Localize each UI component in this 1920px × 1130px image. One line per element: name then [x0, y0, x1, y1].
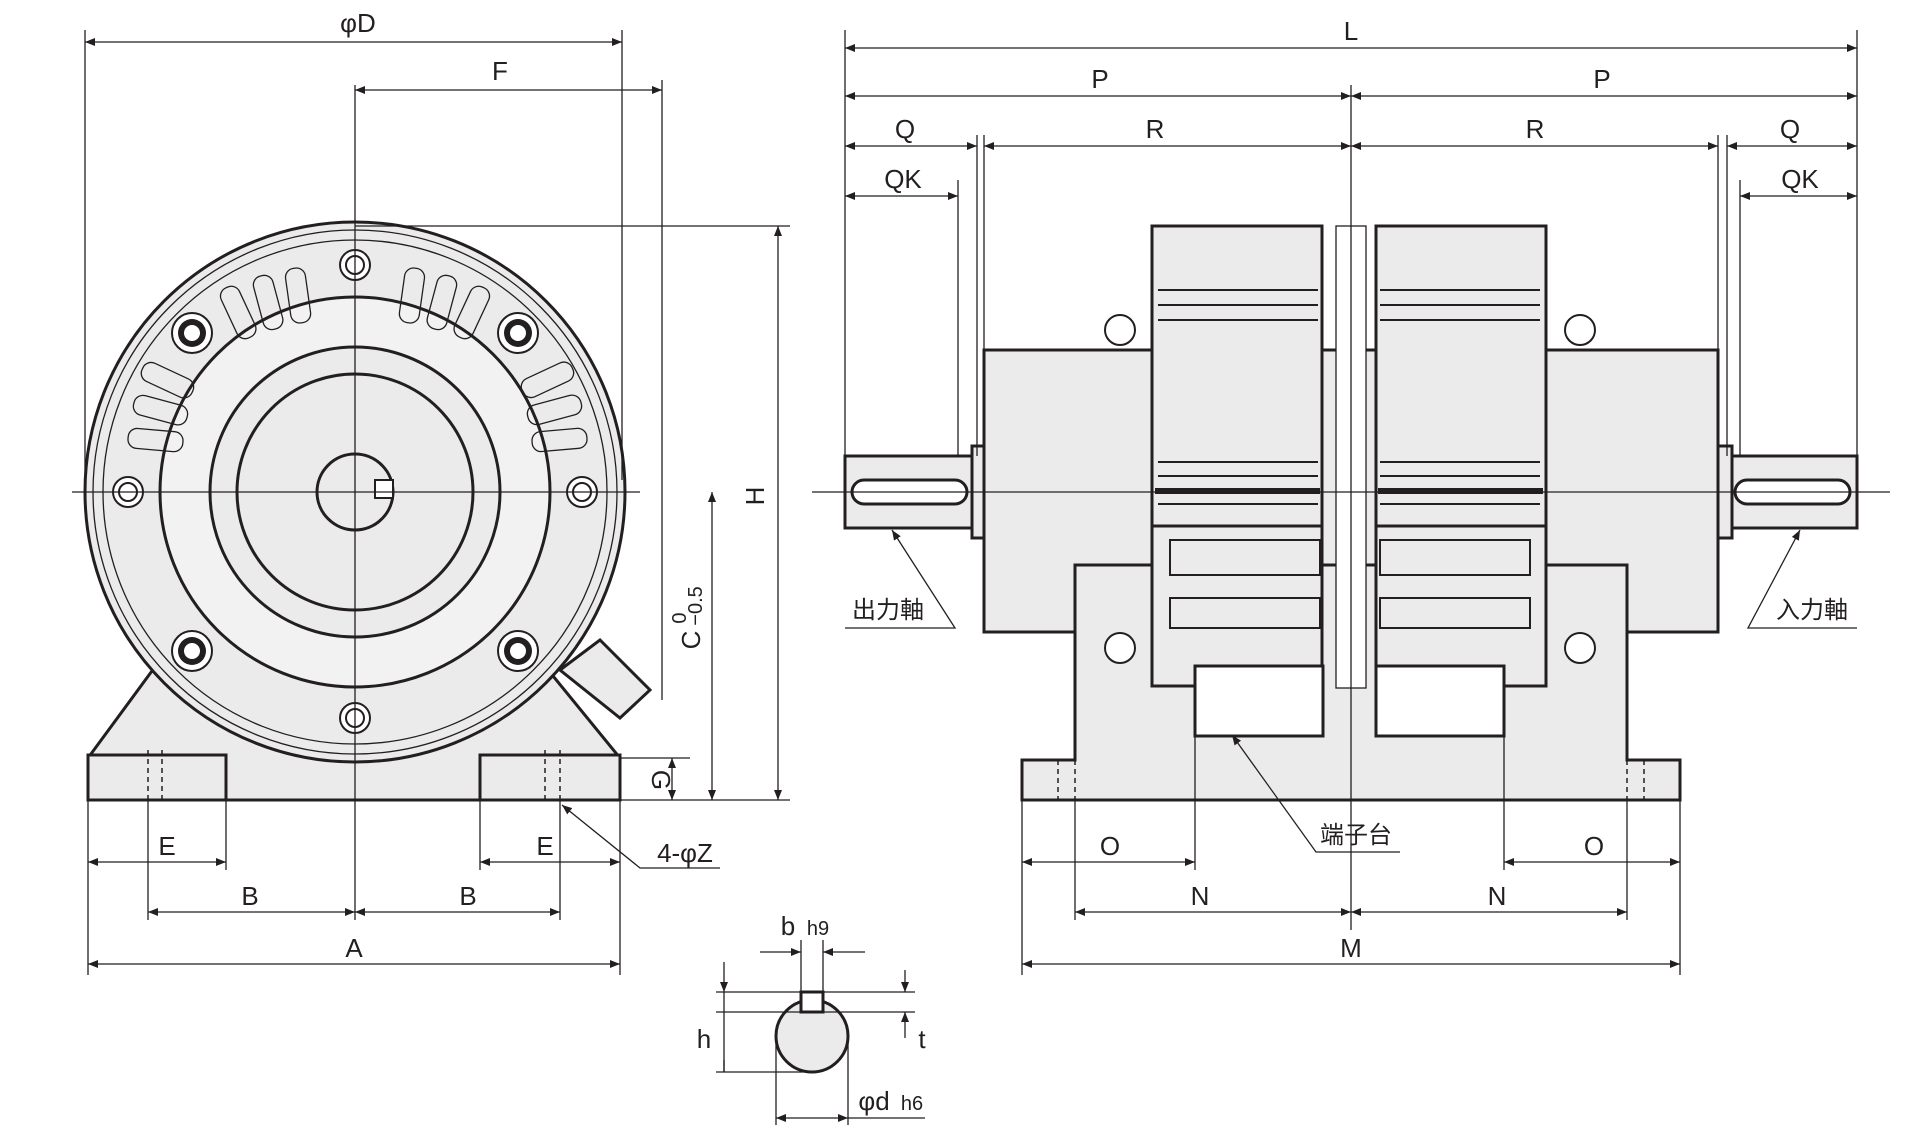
right-foot-pad [478, 753, 622, 802]
side-labels: L P P Q R R Q QK QK 出力軸 入力軸 端子台 O O N N … [852, 16, 1848, 963]
dim-F: F [492, 56, 508, 86]
dim-O-right: O [1584, 831, 1604, 861]
dim-phid: φd [858, 1086, 889, 1116]
dim-C-tol-upper: 0 [669, 612, 691, 623]
side-dimensions [844, 30, 1858, 975]
dim-P-left: P [1091, 64, 1108, 94]
dim-4-phiZ: 4-φZ [657, 838, 713, 868]
dim-QK-left: QK [884, 164, 922, 194]
dim-R-left: R [1146, 114, 1165, 144]
dim-QK-right: QK [1781, 164, 1819, 194]
dim-t: t [918, 1024, 926, 1054]
dim-N-right: N [1488, 881, 1507, 911]
dim-H: H [740, 487, 770, 506]
dim-b-fit: h9 [807, 918, 829, 940]
shaft-section [716, 940, 925, 1125]
front-dimensions [84, 30, 790, 975]
coil-left-lower [1150, 524, 1324, 688]
dim-E-left: E [158, 831, 175, 861]
front-labels: φD F H C 0 −0.5 G E E B B A 4-φZ [158, 8, 770, 963]
terminal-stub [557, 638, 653, 720]
dim-P-right: P [1593, 64, 1610, 94]
dim-A: A [345, 933, 363, 963]
dim-L: L [1344, 16, 1358, 46]
dim-N-left: N [1191, 881, 1210, 911]
dim-Q-right: Q [1780, 114, 1800, 144]
label-input-shaft: 入力軸 [1776, 596, 1848, 624]
dim-Q-left: Q [895, 114, 915, 144]
frame-bolts [112, 249, 598, 734]
left-foot-pad [86, 753, 228, 802]
dim-d-fit: h6 [901, 1093, 923, 1115]
dim-B-right: B [459, 881, 476, 911]
shaft-section-labels: b h9 h t φd h6 [697, 911, 927, 1116]
cooling-fins [1158, 289, 1540, 505]
label-output-shaft: 出力軸 [852, 596, 924, 624]
dim-B-left: B [241, 881, 258, 911]
coil-right [1374, 224, 1548, 528]
coil-right-lower [1374, 524, 1548, 688]
dim-C-tol-lower: −0.5 [685, 586, 707, 625]
label-terminal-block: 端子台 [1320, 821, 1392, 849]
dim-h: h [697, 1024, 711, 1054]
dim-M: M [1340, 933, 1362, 963]
dim-E-right: E [536, 831, 553, 861]
dim-phiD: φD [340, 8, 376, 38]
terminal-box-left [1193, 664, 1325, 738]
front-view [72, 85, 653, 920]
dim-G: G [646, 770, 676, 790]
cooling-slots [127, 267, 588, 453]
dim-C: C [676, 631, 706, 650]
dim-b: b [781, 911, 795, 941]
terminal-box-right [1374, 664, 1506, 738]
side-nuts [1104, 314, 1596, 664]
dim-R-right: R [1526, 114, 1545, 144]
key-section [799, 990, 825, 1014]
dim-O-left: O [1100, 831, 1120, 861]
coil-left [1150, 224, 1324, 528]
side-view [812, 85, 1890, 930]
